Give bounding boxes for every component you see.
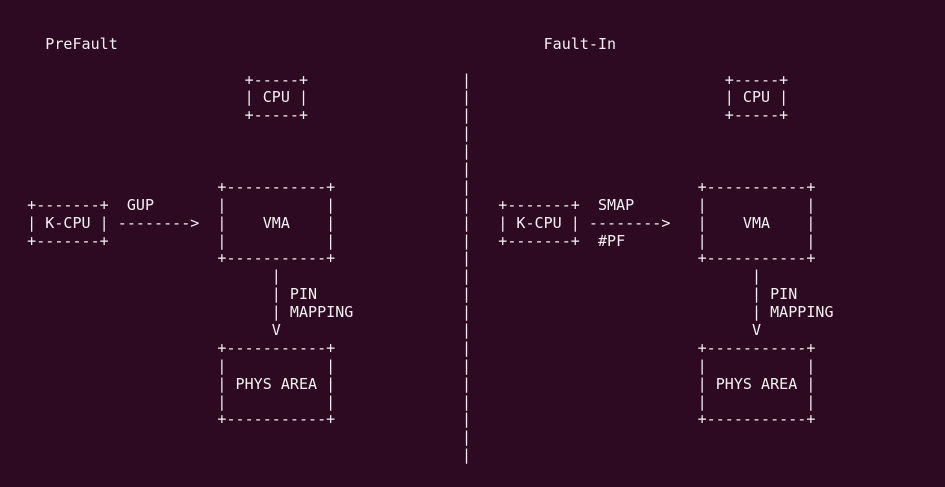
terminal-line-2: PreFault Fault-In	[0, 34, 617, 53]
terminal-line-1	[0, 18, 834, 36]
terminal-line-22: | | | | |	[0, 392, 816, 411]
terminal-line-11: +-------+ GUP | | | +-------+ SMAP | |	[0, 195, 816, 214]
terminal-line-0	[0, 0, 834, 18]
terminal-line-20: | | | | |	[0, 356, 816, 375]
terminal-line-19: +-----------+ | +-----------+	[0, 338, 816, 357]
terminal-line-8: |	[0, 142, 472, 161]
terminal-line-24: |	[0, 428, 472, 447]
terminal-line-12: | K-CPU | --------> | VMA | | | K-CPU | …	[0, 213, 816, 232]
terminal-line-26	[0, 465, 834, 483]
terminal-line-4: +-----+ | +-----+	[0, 70, 789, 89]
terminal-line-14: +-----------+ | +-----------+	[0, 249, 816, 268]
terminal-line-5: | CPU | | | CPU |	[0, 88, 789, 107]
terminal-line-25: |	[0, 446, 472, 465]
terminal-line-16: | PIN | | PIN	[0, 285, 798, 304]
terminal-line-9: |	[0, 160, 472, 179]
terminal-line-10: +-----------+ | +-----------+	[0, 177, 816, 196]
ascii-diagram-canvas: PreFault Fault-In +-----+ | +-----+ | CP…	[0, 0, 834, 483]
terminal-line-17: | MAPPING | | MAPPING	[0, 303, 834, 322]
terminal-line-13: +-------+ | | | +-------+ #PF | |	[0, 231, 816, 250]
terminal-line-23: +-----------+ | +-----------+	[0, 410, 816, 429]
terminal-line-21: | PHYS AREA | | | PHYS AREA |	[0, 374, 816, 393]
terminal-line-7: |	[0, 124, 472, 143]
terminal-line-15: | | |	[0, 267, 762, 286]
terminal-line-18: V | V	[0, 321, 762, 340]
terminal-line-6: +-----+ | +-----+	[0, 106, 789, 125]
terminal-line-3	[0, 54, 834, 72]
